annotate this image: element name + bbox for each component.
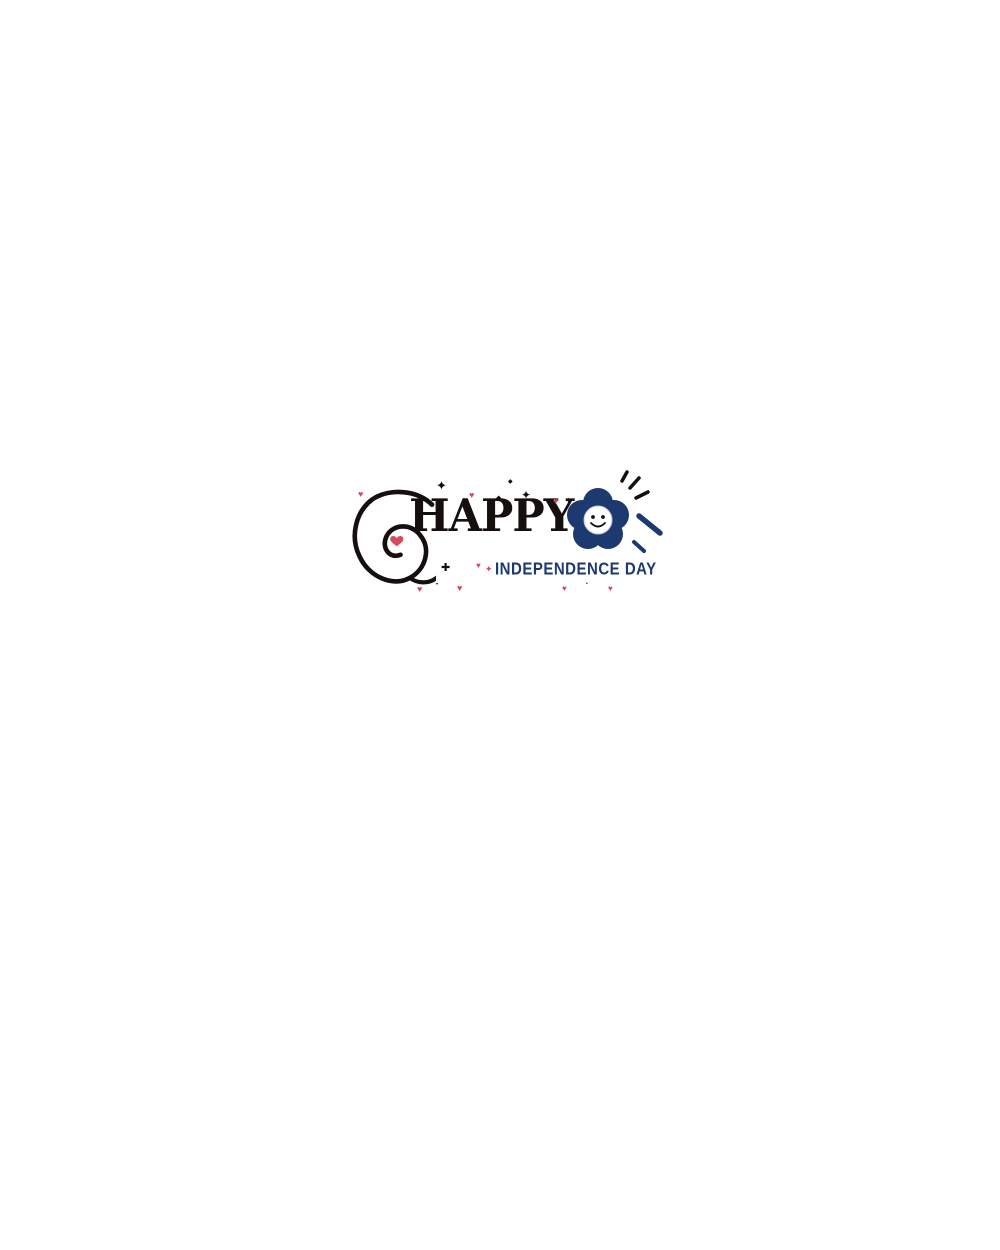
sparkle-icon: ✦ bbox=[521, 488, 532, 502]
swirl-flourish-icon bbox=[352, 489, 436, 585]
plus-icon: ✚ bbox=[441, 562, 451, 574]
subtitle-independence-day: INDEPENDENCE DAY bbox=[495, 559, 657, 580]
sparkle-icon: ✦ bbox=[565, 496, 572, 505]
smiley-face bbox=[583, 505, 613, 535]
swirl-tail bbox=[407, 575, 436, 585]
heart-icon: ♥ bbox=[553, 496, 559, 506]
flower-smiley-icon bbox=[567, 470, 663, 553]
heart-icon: ♥ bbox=[469, 490, 475, 500]
smiley-smile bbox=[590, 522, 606, 528]
swirl-stroke bbox=[352, 489, 435, 584]
heart-icon bbox=[390, 536, 404, 547]
title-happy: HAPPY bbox=[409, 489, 574, 543]
smiley-eye bbox=[591, 515, 595, 519]
heart-icon: ♥ bbox=[358, 489, 364, 499]
sparkle-icon: ✦ bbox=[485, 564, 493, 574]
firework-ray-icon bbox=[634, 490, 650, 500]
firework-ray-icon bbox=[636, 513, 663, 536]
firework-ray-icon bbox=[620, 470, 629, 483]
firework-ray-icon bbox=[632, 540, 646, 553]
diamond-icon: ◆ bbox=[496, 495, 502, 502]
dot-icon: • bbox=[436, 582, 439, 588]
heart-icon: ♥ bbox=[457, 583, 463, 593]
heart-icon: ♥ bbox=[417, 584, 423, 594]
diamond-icon: ◆ bbox=[508, 479, 513, 485]
heart-icon: ♥ bbox=[562, 584, 567, 593]
firework-ray-icon bbox=[628, 476, 641, 490]
heart-icon: ♥ bbox=[608, 584, 613, 593]
independence-day-graphic: HAPPY INDEPENDENCE DAY ♥ ✦ ♥ ◆ ◆ ✦ ♥ ✦ ✚… bbox=[352, 470, 682, 600]
dot-icon: • bbox=[586, 581, 588, 587]
sparkle-icon: ✦ bbox=[436, 478, 447, 493]
smiley-eye bbox=[601, 515, 605, 519]
heart-icon: ♥ bbox=[476, 561, 481, 570]
